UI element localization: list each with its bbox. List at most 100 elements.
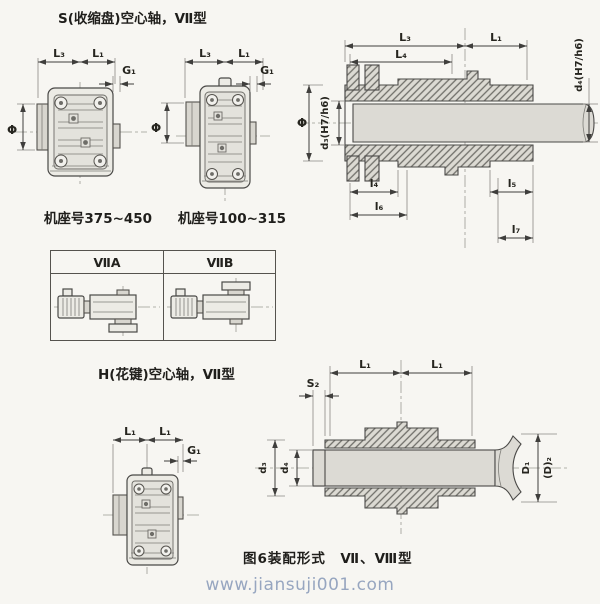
gearmotor-viia-drawing [54,286,160,336]
plug-ports [141,499,157,539]
dimension-L1-right: L₁ [147,425,184,472]
dim-label-L3: L₃ [399,31,411,44]
dimension-S2: S₂ [299,377,339,446]
dim-label-G1: G₁ [122,64,136,77]
dim-label-G1: G₁ [260,64,274,77]
motor-adapter [196,300,204,314]
dimension-D1-D2: D₁ (D)₂ [521,433,557,503]
customer-shaft [352,103,595,143]
hollow-shaft-lower-wall [344,144,534,176]
gear-housing [89,294,137,320]
dim-label-L1: L₁ [359,358,371,371]
spline-hollow-shaft-upper-wall [324,421,476,449]
dimension-d3-fit: d₃(H7/h6) [320,96,345,150]
output-disc [108,323,138,333]
dim-label-d3: d₃ [258,462,269,474]
housing-inner-panel [53,94,108,170]
upper-boss [116,289,130,296]
front-view-large-frames: L₃ L₁ G₁ Φ [7,47,147,186]
dimension-L1: L₁ [80,47,115,65]
plug-ports [213,111,227,153]
dimension-l6: l₆ [350,200,407,218]
dimension-L3: L₃ [37,47,116,98]
customer-shaft [312,449,496,487]
dim-label-S2: S₂ [307,377,320,390]
dim-label-L1: L₁ [238,47,250,60]
dim-label-d3-fit: d₃(H7/h6) [320,96,331,150]
dimension-G1: G₁ [99,64,136,92]
dim-label-L1: L₁ [490,31,502,44]
housing-lines [93,301,133,313]
dim-label-L1: L₁ [159,425,171,438]
lower-boss [229,318,243,325]
shrink-disc [344,64,380,182]
dimension-phi: Φ [297,84,323,162]
output-boss [112,123,121,149]
dimension-G1: G₁ [236,64,274,92]
dim-label-D2: (D)₂ [543,457,554,479]
dim-label-L4: L₄ [395,48,407,61]
dim-label-L1: L₁ [124,425,136,438]
dimension-l4: l₄ [350,177,398,195]
variant-header-viia: ⅦA [51,251,164,274]
shaft-end-curve [582,104,587,142]
variant-table: ⅦA ⅦB [50,250,276,341]
housing-lines [206,301,246,313]
dimension-L1: L₁ [225,47,263,65]
dimension-L1-right: L₁ [401,358,473,436]
dim-label-phi: Φ [7,123,17,137]
dim-label-l7: l₇ [512,223,521,236]
dimension-d4: d₄ [280,449,313,487]
terminal-box [175,288,186,297]
dimension-d4-fit: d₄(H7/h6) [574,38,598,143]
h-type-title: H(花键)空心轴，Ⅶ型 [98,367,235,383]
motor-fins [175,298,193,316]
large-frames-label: 机座号375~450 [43,211,153,227]
variant-cell-viia [51,274,164,340]
terminal-box [62,288,73,297]
dim-label-l6: l₆ [375,200,384,213]
dimension-l7: l₇ [498,223,533,241]
dim-label-D1: D₁ [521,462,532,475]
dimension-phi: Φ [7,103,35,151]
small-frames-label: 机座号100~315 [177,211,287,227]
dim-label-l4: l₄ [370,177,379,190]
dimension-l5: l₅ [490,177,533,195]
input-hub [36,103,49,151]
gear-housing [202,294,250,320]
dimension-L3: L₃ [344,31,528,80]
motor-fins [62,298,80,316]
dim-label-L3: L₃ [53,47,65,60]
front-view-h-type: L₁ L₁ G₁ [103,425,201,574]
shaft-left-step [312,449,326,487]
dim-label-phi: Φ [151,121,161,135]
dimension-G1: G₁ [164,444,201,473]
gearmotor-viib-drawing [167,278,273,332]
motor-adapter [83,300,91,314]
dim-label-l5: l₅ [508,177,517,190]
dimension-L1-left: L₁ [329,358,401,436]
dimension-d3: d₃ [258,439,285,497]
section-view-s-type: L₃ L₁ L₄ Φ d₃(H7/h6) d [297,28,598,248]
dim-label-L1: L₁ [92,47,104,60]
hollow-shaft-upper-wall [344,70,534,102]
section-view-h-type: L₁ L₁ S₂ d₃ d₄ [255,358,570,534]
figure-caption: 图6装配形式 Ⅶ、Ⅷ型 [243,551,413,567]
corner-bolts [206,94,244,180]
output-boss [249,121,257,145]
dim-label-L3: L₃ [199,47,211,60]
corner-bolts [54,96,107,168]
dimension-L4: L₄ [349,48,453,74]
input-hub [185,101,201,147]
dim-label-d4: d₄ [280,462,291,474]
corner-bolts [133,483,172,557]
front-view-small-frames: L₃ L₁ G₁ Φ [151,47,274,202]
dim-label-L1: L₁ [431,358,443,371]
dimension-L3: L₃ [184,47,264,98]
output-neck [227,289,245,296]
dim-label-d4-fit: d₄(H7/h6) [574,38,585,92]
dimension-phi: Φ [151,102,184,144]
watermark: www.jiansuji001.com [205,575,395,595]
dim-label-phi: Φ [297,116,307,130]
